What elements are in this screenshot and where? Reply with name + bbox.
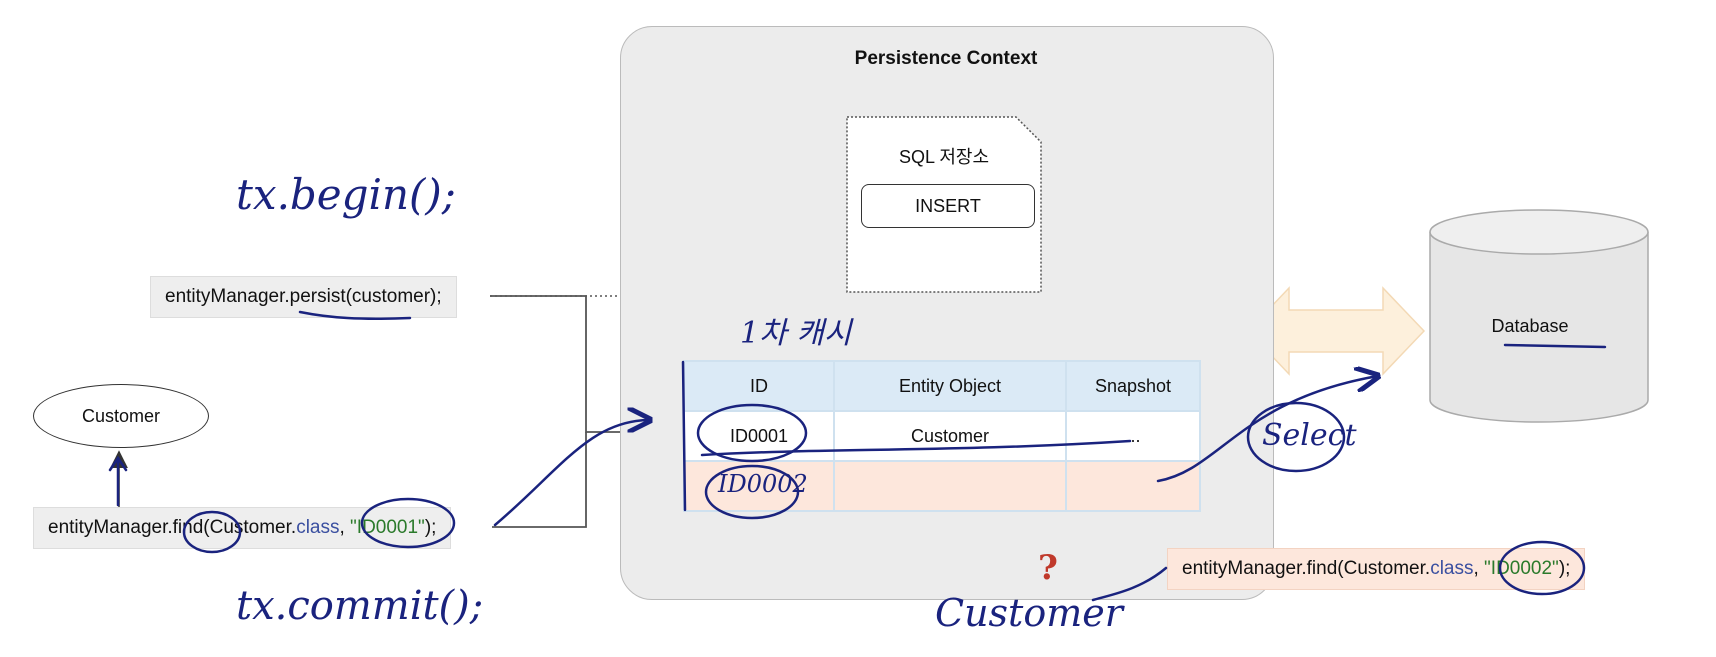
pen-circle-find1-id — [360, 497, 456, 549]
pen-underline-database — [1503, 343, 1607, 349]
pen-circle-select — [1246, 401, 1346, 473]
pen-curve-select — [1156, 376, 1378, 483]
handwritten-tx-begin: tx.begin(); — [236, 170, 456, 219]
handwritten-tx-commit: tx.commit(); — [236, 583, 484, 629]
code-text: entityManager.find(Customer. — [1182, 558, 1431, 579]
column-header-id: ID — [683, 360, 835, 412]
sql-store-title: SQL 저장소 — [898, 147, 990, 167]
database-label: Database — [1491, 316, 1569, 336]
find1-connector — [492, 432, 587, 528]
code-text: ); — [1558, 558, 1571, 579]
column-header-entity: Entity Object — [833, 360, 1067, 412]
persist-code: entityManager.persist(customer); — [150, 276, 457, 318]
code-text: ); — [424, 517, 437, 538]
code-text: , — [339, 517, 351, 538]
cache-cell-snapshot: ... — [1065, 410, 1201, 462]
cache-cell-empty — [833, 460, 1067, 512]
insert-statement: INSERT — [861, 184, 1035, 228]
pen-circle-find2-id — [1498, 540, 1586, 596]
code-keyword: class — [296, 517, 340, 538]
customer-entity-oval: Customer — [33, 384, 209, 448]
cache-cell-empty — [683, 460, 835, 512]
first-level-cache-table: ID Entity Object Snapshot ID0001 Custome… — [683, 360, 1201, 512]
pen-circle-find1-class — [182, 510, 242, 554]
code-string: "ID0002" — [1484, 558, 1559, 579]
pen-circle-id0001 — [696, 403, 808, 463]
code-keyword: class — [1430, 558, 1474, 579]
pen-bracket-id — [681, 360, 687, 512]
handwritten-cache-label: 1차 캐시 — [740, 316, 852, 351]
database-cylinder — [1429, 209, 1649, 423]
cache-header-row: ID Entity Object Snapshot — [683, 360, 1201, 412]
cache-cell-empty — [1065, 460, 1201, 512]
pen-curve-find1 — [493, 420, 650, 527]
handwritten-id0002: ID0002 — [718, 470, 808, 498]
pen-circle-id0002 — [704, 464, 800, 520]
handwritten-customer: Customer — [935, 591, 1123, 635]
pen-curve-find2 — [1091, 566, 1168, 602]
pen-underline-persist — [298, 310, 412, 320]
code-text: entityManager.find(Customer. — [48, 517, 297, 538]
column-header-snapshot: Snapshot — [1065, 360, 1201, 412]
code-string: "ID0001" — [350, 517, 425, 538]
pen-up-arrow — [108, 455, 128, 507]
cache-row-empty — [683, 460, 1201, 512]
cache-cell-entity: Customer — [833, 410, 1067, 462]
pen-strike-row — [700, 439, 1132, 457]
sync-double-arrow — [1246, 286, 1426, 376]
code-text: , — [1473, 558, 1485, 579]
persistence-context-title: Persistence Context — [854, 48, 1038, 69]
find-id0002-code: entityManager.find(Customer.class, "ID00… — [1167, 548, 1586, 590]
question-mark: ? — [1038, 548, 1058, 588]
